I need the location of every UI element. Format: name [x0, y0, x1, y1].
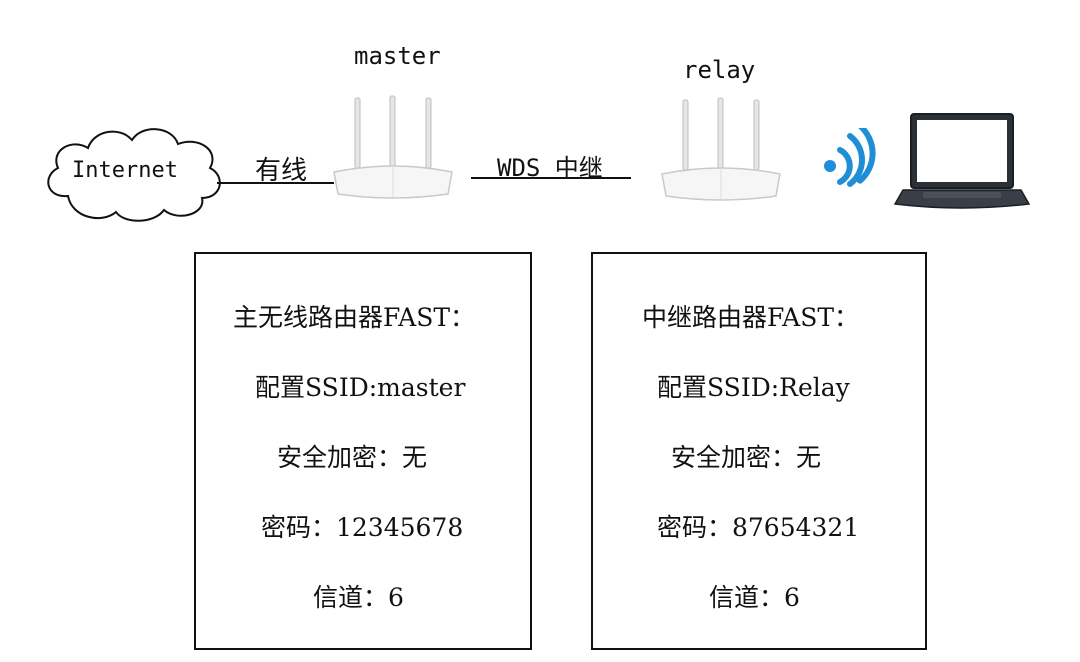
relay-box-title: 中继路由器FAST： — [642, 303, 860, 332]
master-config-box: 主无线路由器FAST： 配置SSID:master 安全加密：无 密码：1234… — [194, 252, 532, 650]
wired-link-line — [217, 182, 334, 184]
relay-box-channel: 信道：6 — [709, 583, 800, 612]
relay-config-box: 中继路由器FAST： 配置SSID:Relay 安全加密：无 密码：876543… — [591, 252, 927, 650]
relay-box-password: 密码：87654321 — [657, 513, 860, 542]
laptop-icon — [893, 113, 1031, 209]
wds-link-line — [471, 177, 631, 179]
relay-box-security: 安全加密：无 — [671, 443, 822, 472]
wifi-signal-icon — [824, 128, 876, 187]
relay-router-icon — [661, 97, 781, 201]
master-router-icon — [333, 95, 453, 199]
master-box-security: 安全加密：无 — [277, 443, 428, 472]
master-box-password: 密码：12345678 — [261, 513, 464, 542]
relay-box-ssid: 配置SSID:Relay — [657, 373, 850, 402]
master-box-ssid: 配置SSID:master — [255, 373, 466, 402]
relay-router-label: relay — [683, 56, 756, 84]
master-box-title: 主无线路由器FAST： — [233, 303, 476, 332]
master-router-label: master — [354, 42, 441, 70]
internet-cloud-icon — [47, 128, 221, 222]
internet-label: Internet — [72, 158, 178, 183]
master-box-channel: 信道：6 — [313, 583, 404, 612]
wired-link-label: 有线 — [255, 156, 308, 186]
